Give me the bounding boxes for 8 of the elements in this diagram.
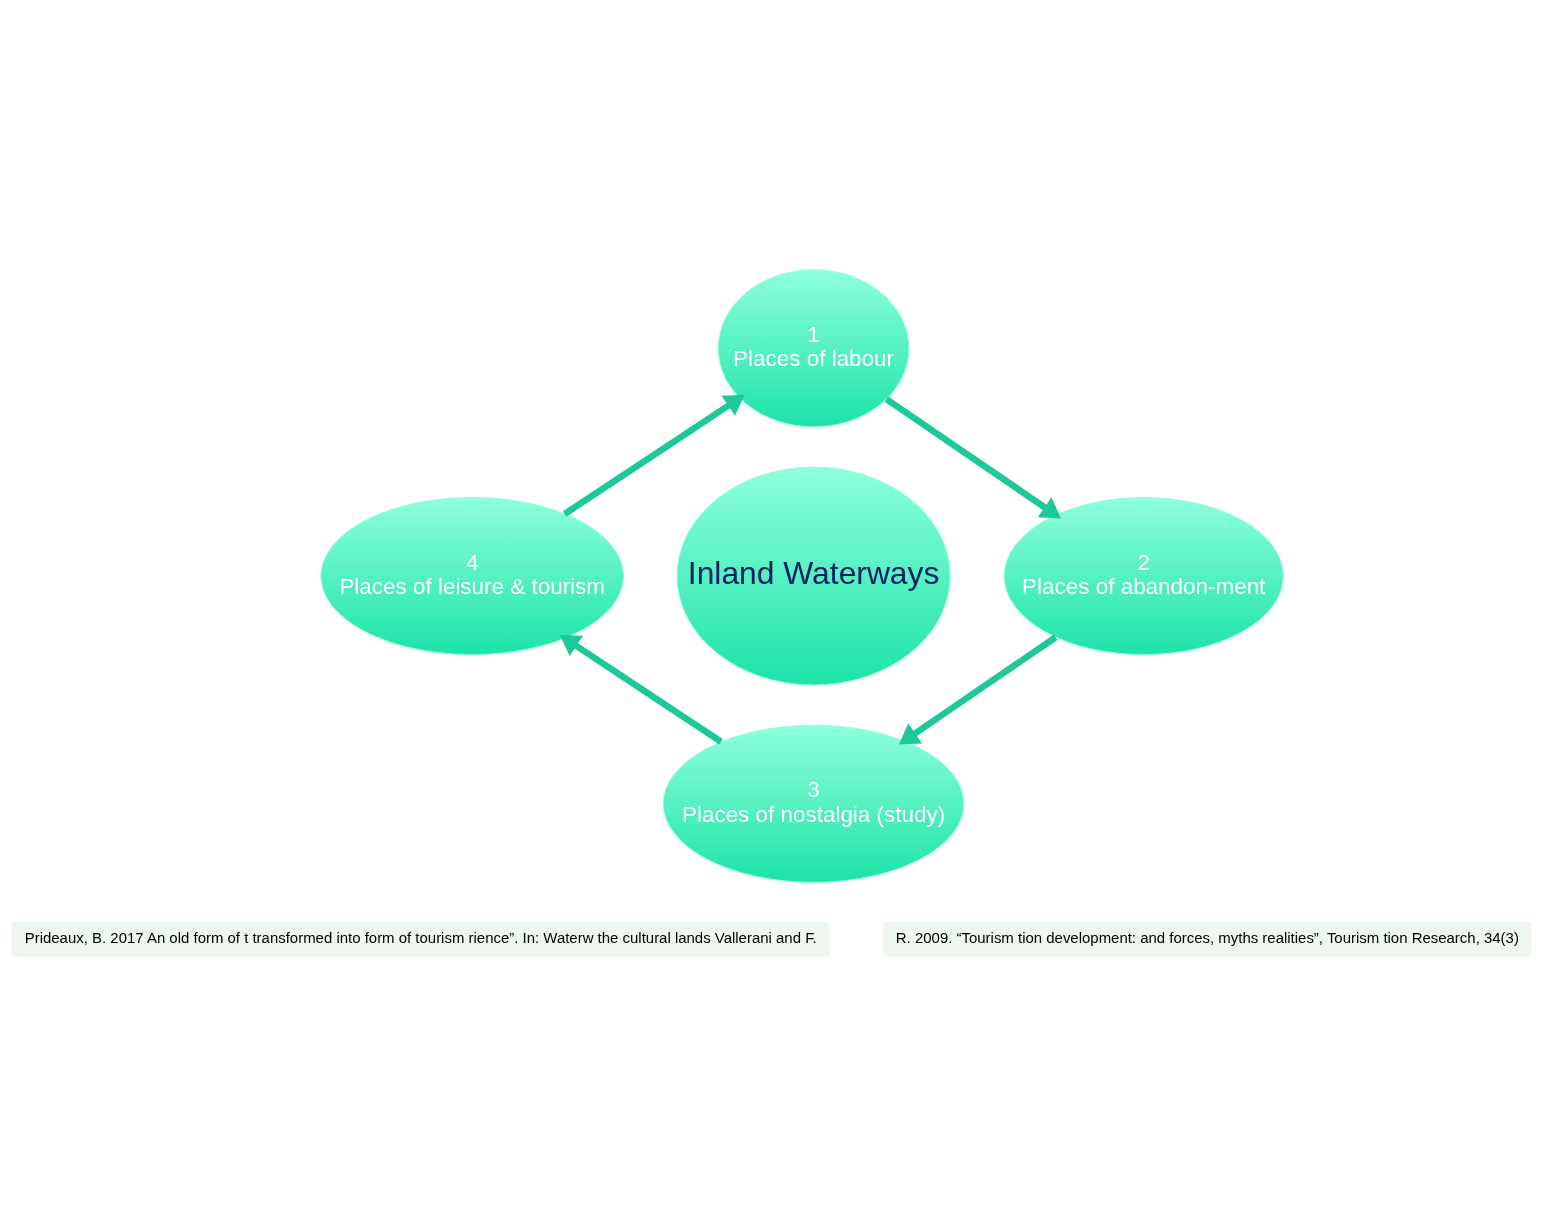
node-ellipse: 1 Places of labour: [717, 269, 910, 428]
node-ellipse: Inland Waterways: [676, 466, 951, 686]
arrow: [898, 634, 1058, 745]
label: Prideaux, B. 2017 An old form of t transformed into form of tourism rience”. In: Waterw the cultural lands Vallerani and F.: [24, 928, 817, 946]
arrow: [884, 396, 1061, 519]
label: R. 2009. “Tourism tion development: and forces, myths realities”, Tourism tion Research, 34(3): [895, 928, 1519, 946]
arrow: [559, 634, 723, 745]
arrow: [562, 394, 745, 517]
